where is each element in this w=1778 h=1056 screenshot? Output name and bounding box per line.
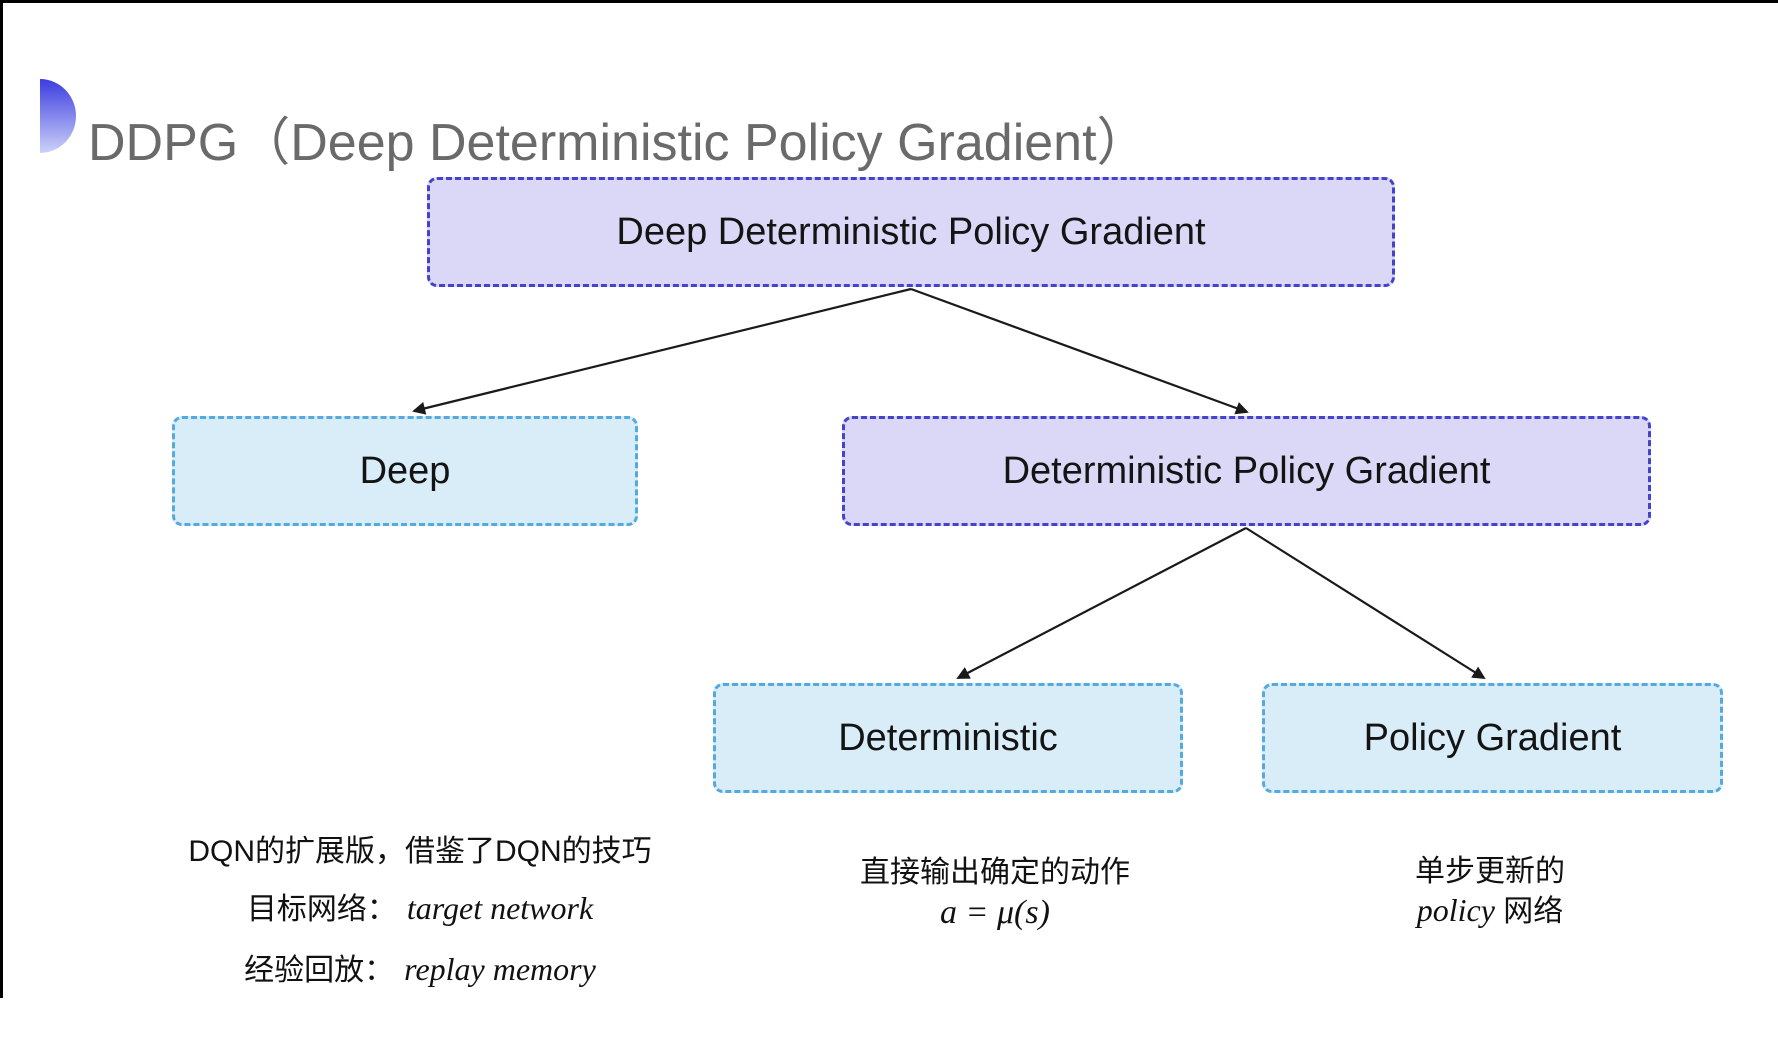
window-left-edge bbox=[0, 0, 3, 998]
node-policy-gradient: Policy Gradient bbox=[1262, 683, 1723, 793]
node-deep: Deep bbox=[172, 416, 638, 526]
deep-annotation: DQN的扩展版，借鉴了DQN的技巧 目标网络： target network 经验… bbox=[110, 834, 730, 989]
deep-note-line2-cn: 目标网络： bbox=[246, 893, 397, 926]
page-title: DDPG（Deep Deterministic Policy Gradient） bbox=[88, 113, 1149, 172]
policy-gradient-note-line1: 单步更新的 bbox=[1415, 855, 1565, 888]
edge-ddpg-to-dpg bbox=[910, 287, 1249, 415]
deep-note-line3: 经验回放： replay memory bbox=[110, 951, 730, 989]
edge-ddpg-to-deep bbox=[412, 287, 912, 415]
deep-note-line1: DQN的扩展版，借鉴了DQN的技巧 bbox=[188, 835, 652, 868]
policy-gradient-note-line2-cn: 网络 bbox=[1503, 895, 1564, 928]
policy-gradient-note-line2-en: policy bbox=[1416, 892, 1495, 928]
deep-note-line2-en: target network bbox=[406, 890, 594, 926]
edge-dpg-to-policy-gradient bbox=[1245, 527, 1486, 680]
policy-gradient-annotation: 单步更新的 policy 网络 bbox=[1340, 854, 1640, 930]
deep-note-line3-cn: 经验回放： bbox=[244, 954, 395, 987]
node-ddpg: Deep Deterministic Policy Gradient bbox=[427, 177, 1395, 287]
title-bullet-icon bbox=[40, 79, 76, 153]
node-dpg: Deterministic Policy Gradient bbox=[842, 416, 1651, 526]
edge-dpg-to-deterministic bbox=[956, 527, 1247, 679]
deterministic-note-line1: 直接输出确定的动作 bbox=[860, 856, 1130, 889]
window-top-edge bbox=[0, 0, 1778, 3]
deterministic-note-formula: a = μ(s) bbox=[940, 894, 1050, 931]
deep-note-line2: 目标网络： target network bbox=[110, 890, 730, 928]
deterministic-annotation: 直接输出确定的动作 a = μ(s) bbox=[800, 855, 1190, 933]
policy-gradient-note-line2: policy 网络 bbox=[1340, 892, 1640, 930]
node-deterministic: Deterministic bbox=[713, 683, 1183, 793]
deep-note-line3-en: replay memory bbox=[404, 951, 596, 987]
